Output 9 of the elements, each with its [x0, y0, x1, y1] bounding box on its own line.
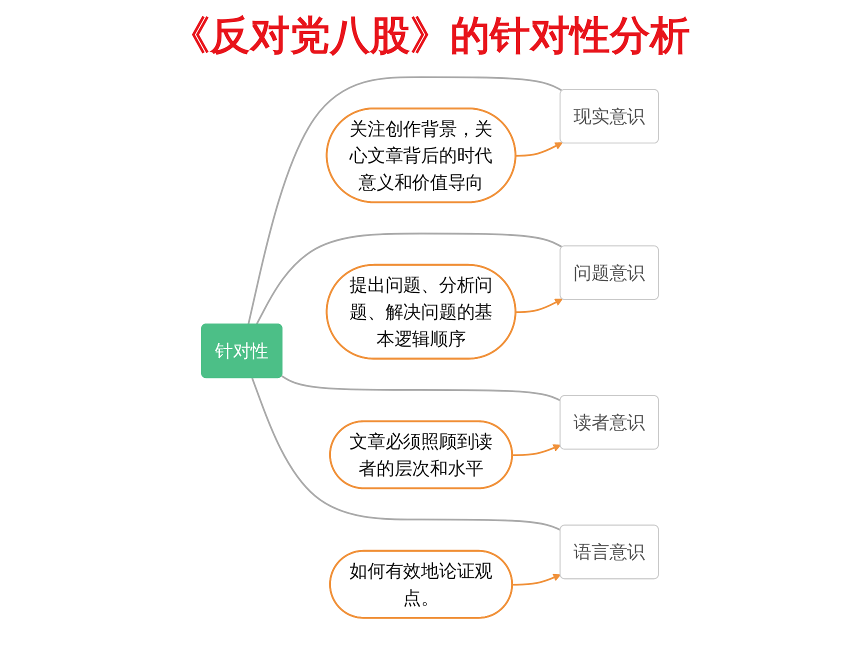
- connector: [247, 76, 563, 324]
- arrow: [512, 573, 561, 586]
- connector: [251, 377, 561, 530]
- connector: [256, 232, 563, 324]
- title: 《反对党八股》的针对性分析: [169, 11, 691, 61]
- arrow: [512, 444, 561, 456]
- connector: [281, 374, 561, 401]
- arrow: [516, 298, 563, 313]
- arrow: [516, 142, 563, 156]
